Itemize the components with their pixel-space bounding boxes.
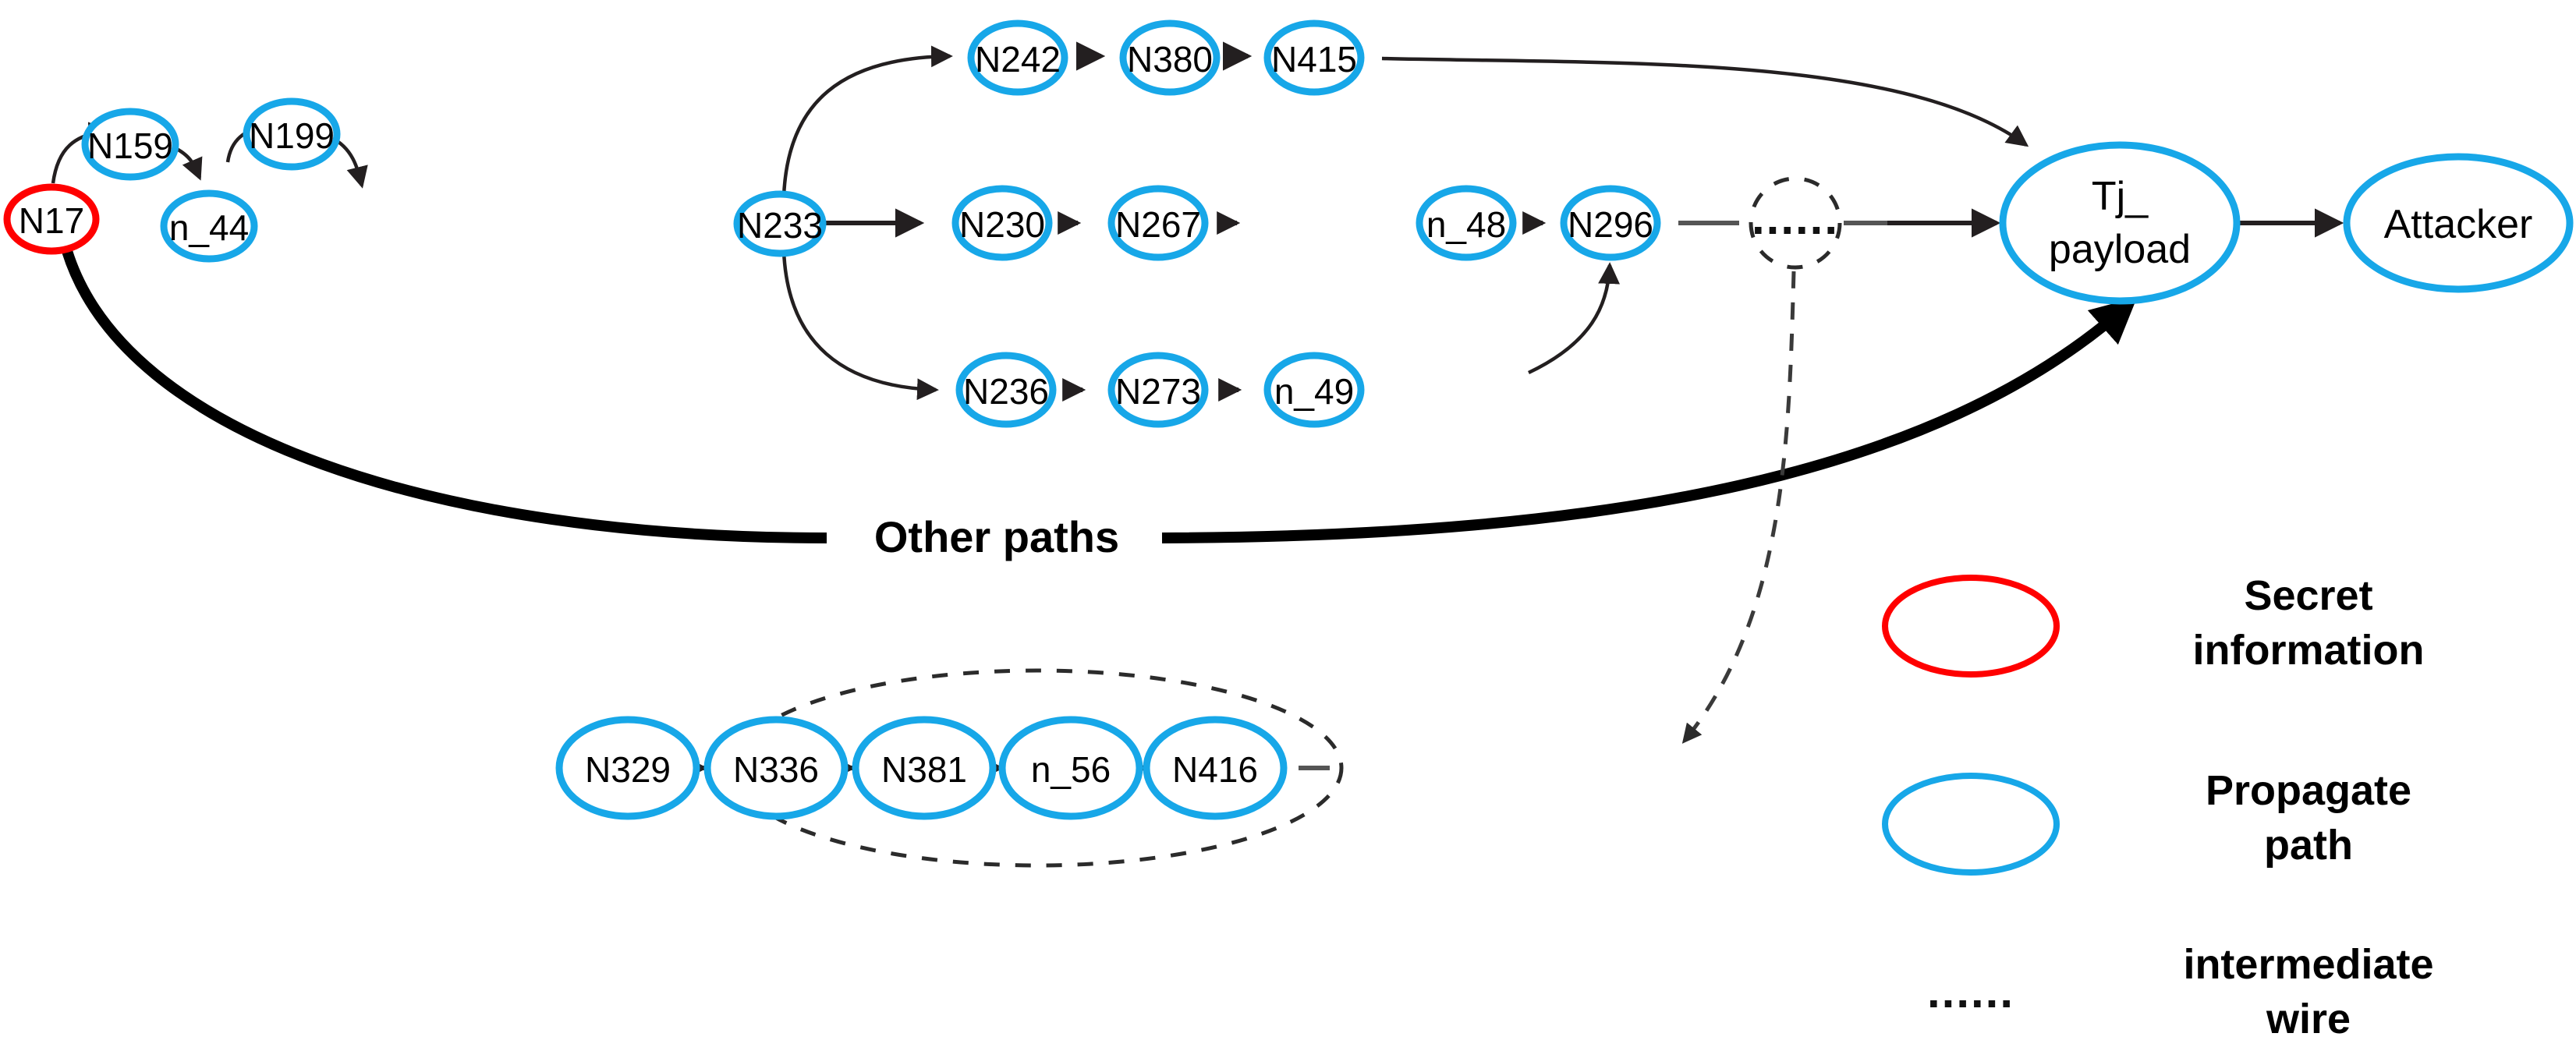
node-tj-payload-label-line2: payload <box>2049 227 2191 272</box>
legend-dotted-line-icon: ...... <box>1927 965 2014 1017</box>
expanded-wire-group <box>731 668 1344 868</box>
legend-secret-label-line1: Secret <box>2244 572 2372 619</box>
node-n-49-label: n_49 <box>1274 371 1354 412</box>
node-n329[interactable]: N329 <box>555 716 700 820</box>
node-n-49[interactable]: n_49 <box>1263 352 1365 428</box>
legend-propagate-swatch-icon <box>1882 773 2060 876</box>
node-n296-label: N296 <box>1568 204 1653 245</box>
legend-item-propagate: Propagate path <box>1882 767 2411 876</box>
node-n415[interactable]: N415 <box>1263 19 1365 96</box>
node-n416-label: N416 <box>1172 749 1258 790</box>
legend-propagate-label-line1: Propagate <box>2206 767 2411 814</box>
legend-item-secret: Secret information <box>1882 572 2425 678</box>
node-n17[interactable]: N17 <box>3 183 100 255</box>
node-n-44[interactable]: n_44 <box>160 189 258 263</box>
node-n230[interactable]: N230 <box>951 185 1053 261</box>
edge-n233-n242 <box>781 45 953 197</box>
edge-other-paths-right <box>1161 297 2138 543</box>
node-n416[interactable]: N416 <box>1143 716 1288 820</box>
node-n236[interactable]: N236 <box>955 352 1057 428</box>
legend: Secret information Propagate path ......… <box>1882 572 2434 1042</box>
node-n-56-label: n_56 <box>1031 749 1111 790</box>
node-n230-label: N230 <box>959 204 1045 245</box>
node-n273[interactable]: N273 <box>1107 352 1209 428</box>
node-n199-label: N199 <box>249 115 335 156</box>
node-n199[interactable]: N199 <box>243 97 341 171</box>
node-n17-label: N17 <box>19 200 84 241</box>
edge-n49-n296 <box>1528 262 1621 375</box>
edge-n233-n236 <box>781 250 939 401</box>
node-n159[interactable]: N159 <box>81 108 179 181</box>
legend-secret-label-line2: information <box>2193 627 2425 674</box>
legend-secret-swatch-icon <box>1882 575 2060 678</box>
node-n273-label: N273 <box>1115 371 1201 412</box>
node-n267-label: N267 <box>1115 204 1201 245</box>
node-n233-label: N233 <box>737 205 823 246</box>
legend-intermediate-label-line2: wire <box>2266 996 2351 1042</box>
node-n380-label: N380 <box>1127 39 1213 80</box>
node-attacker[interactable]: Attacker <box>2343 153 2574 293</box>
node-n336-label: N336 <box>733 749 819 790</box>
node-n381[interactable]: N381 <box>852 716 997 820</box>
node-n267[interactable]: N267 <box>1107 185 1209 261</box>
legend-intermediate-label-line1: intermediate <box>2183 941 2433 988</box>
node-n-48[interactable]: n_48 <box>1416 185 1517 261</box>
node-n242[interactable]: N242 <box>967 19 1068 96</box>
node-n-56[interactable]: n_56 <box>998 716 1143 820</box>
edge-wire-expansion <box>1681 271 1796 744</box>
node-n329-label: N329 <box>585 749 671 790</box>
node-n-48-label: n_48 <box>1426 204 1506 245</box>
node-tj-payload[interactable]: Tj_ payload <box>1999 141 2241 305</box>
node-n236-label: N236 <box>963 371 1049 412</box>
node-tj-payload-label-line1: Tj_ <box>2092 174 2149 219</box>
legend-item-intermediate-wire: ...... intermediate wire <box>1927 941 2434 1042</box>
node-attacker-label: Attacker <box>2384 202 2533 247</box>
node-n380[interactable]: N380 <box>1119 19 1221 96</box>
node-n415-label: N415 <box>1271 39 1357 80</box>
other-paths-label: Other paths <box>874 512 1119 561</box>
edge-n415-tj <box>1381 56 2029 147</box>
legend-propagate-label-line2: path <box>2264 822 2353 869</box>
node-n381-label: N381 <box>881 749 967 790</box>
edge-other-paths-left <box>62 249 827 543</box>
intermediate-wire-dots: ...... <box>1752 192 1839 244</box>
node-n-44-label: n_44 <box>169 207 249 248</box>
intermediate-wire-bubble <box>1749 176 1842 270</box>
node-n336[interactable]: N336 <box>703 716 849 820</box>
node-n296[interactable]: N296 <box>1560 185 1661 261</box>
node-n159-label: N159 <box>87 126 173 166</box>
node-n242-label: N242 <box>975 39 1061 80</box>
node-n233[interactable]: N233 <box>733 190 827 257</box>
